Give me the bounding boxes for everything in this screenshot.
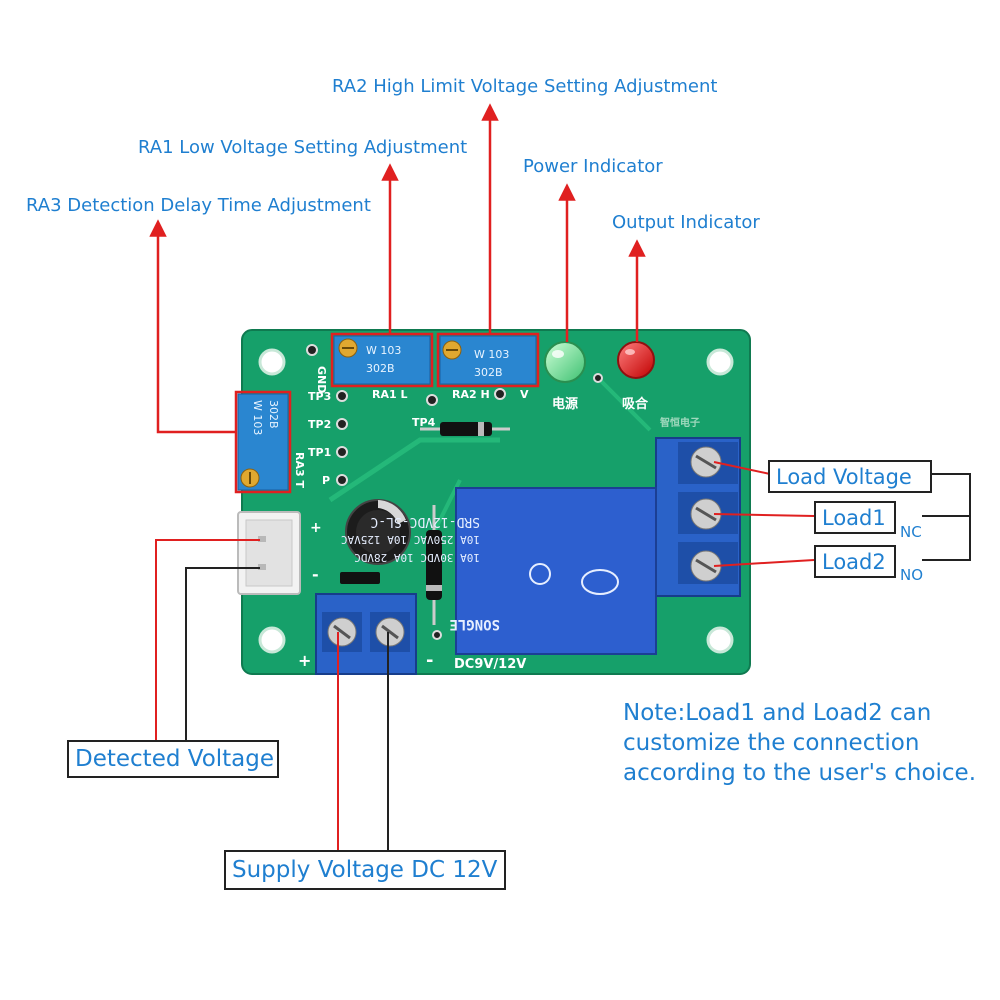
- mounting-hole: [706, 626, 734, 654]
- ra1-subcode: 302B: [366, 362, 395, 375]
- mounting-hole: [706, 348, 734, 376]
- ra3-subcode: W 103: [251, 400, 264, 435]
- signal-diode: [420, 422, 510, 436]
- supply-voltage-wires: [337, 632, 389, 850]
- test-points: [306, 344, 603, 640]
- relay-brand: SONGLE: [449, 616, 500, 632]
- callout-lines: [149, 103, 646, 434]
- smd-diode: [340, 572, 380, 584]
- note-line-2: customize the connection: [623, 730, 920, 756]
- silk-gnd: GND: [315, 366, 328, 393]
- ra2-code: W 103: [474, 348, 509, 361]
- silk-tp2: TP2: [308, 418, 331, 431]
- detection-input-connector: [237, 511, 301, 595]
- silk-v: V: [520, 388, 529, 401]
- nc-label: NC: [900, 523, 922, 541]
- load1-label: Load1: [814, 501, 896, 534]
- mounting-hole: [258, 626, 286, 654]
- ra3-code: 302B: [267, 400, 280, 429]
- silk-plus-left: +: [298, 651, 311, 670]
- silk-ra1-l: RA1 L: [372, 388, 407, 401]
- note-line-3: according to the user's choice.: [623, 760, 977, 786]
- power-led: [544, 341, 586, 383]
- ra3-arrow: [149, 219, 236, 434]
- output-indicator-label: Output Indicator: [612, 212, 760, 233]
- ra2-subcode: 302B: [474, 366, 503, 379]
- power-diode: [426, 505, 442, 625]
- silk-brand-cn: 智恒电子: [660, 416, 700, 429]
- power-indicator-label: Power Indicator: [523, 156, 663, 177]
- detected-voltage-label: Detected Voltage: [67, 740, 279, 778]
- relay: SRD-12VDC-SL-C 10A 250VAC 10A 125VAC 10A…: [341, 487, 657, 655]
- silk-tp3: TP3: [308, 390, 331, 403]
- no-label: NO: [900, 566, 924, 584]
- cqc-mark-icon: [581, 569, 619, 595]
- silk-tp4: TP4: [412, 416, 436, 429]
- connection-note: Note:Load1 and Load2 can customize the c…: [623, 698, 993, 788]
- silk-dc: DC9V/12V: [454, 657, 526, 672]
- supply-terminal-block: [315, 593, 417, 675]
- silk-power-cn: 电源: [552, 396, 578, 412]
- mounting-hole: [258, 348, 286, 376]
- ra2-potentiometer[interactable]: W 103 302B: [436, 332, 540, 388]
- ra1-potentiometer[interactable]: W 103 302B: [330, 332, 434, 388]
- load-voltage-label: Load Voltage: [768, 460, 932, 493]
- ra3-label: RA3 Detection Delay Time Adjustment: [26, 195, 371, 216]
- silk-output-cn: 吸合: [622, 396, 649, 412]
- silk-plus-small: +: [310, 520, 322, 536]
- silk-minus-right: -: [426, 650, 433, 671]
- ra2-label: RA2 High Limit Voltage Setting Adjustmen…: [332, 76, 718, 97]
- silk-p: P: [322, 474, 330, 487]
- ul-mark-icon: [529, 563, 551, 585]
- relay-rating-2: 10A 30VDC 10A 28VDC: [354, 551, 480, 564]
- load2-label: Load2: [814, 545, 896, 578]
- relay-model: SRD-12VDC-SL-C: [370, 514, 480, 529]
- silk-ra2-h: RA2 H: [452, 388, 490, 401]
- load-terminal-block: [655, 437, 741, 597]
- detected-voltage-wires: [155, 539, 260, 740]
- relay-rating-1: 10A 250VAC 10A 125VAC: [341, 533, 480, 546]
- silk-tp1: TP1: [308, 446, 331, 459]
- silk-minus-small: -: [312, 565, 319, 584]
- load-wires: [713, 461, 971, 567]
- supply-voltage-label: Supply Voltage DC 12V: [224, 850, 506, 890]
- capacitor: [345, 499, 411, 565]
- note-line-1: Note:Load1 and Load2 can: [623, 700, 932, 726]
- silk-ra3-t: RA3 T: [293, 452, 306, 488]
- ra3-potentiometer[interactable]: 302B W 103: [234, 390, 292, 494]
- ra1-label: RA1 Low Voltage Setting Adjustment: [138, 137, 468, 158]
- output-led: [617, 341, 655, 379]
- ra1-code: W 103: [366, 344, 401, 357]
